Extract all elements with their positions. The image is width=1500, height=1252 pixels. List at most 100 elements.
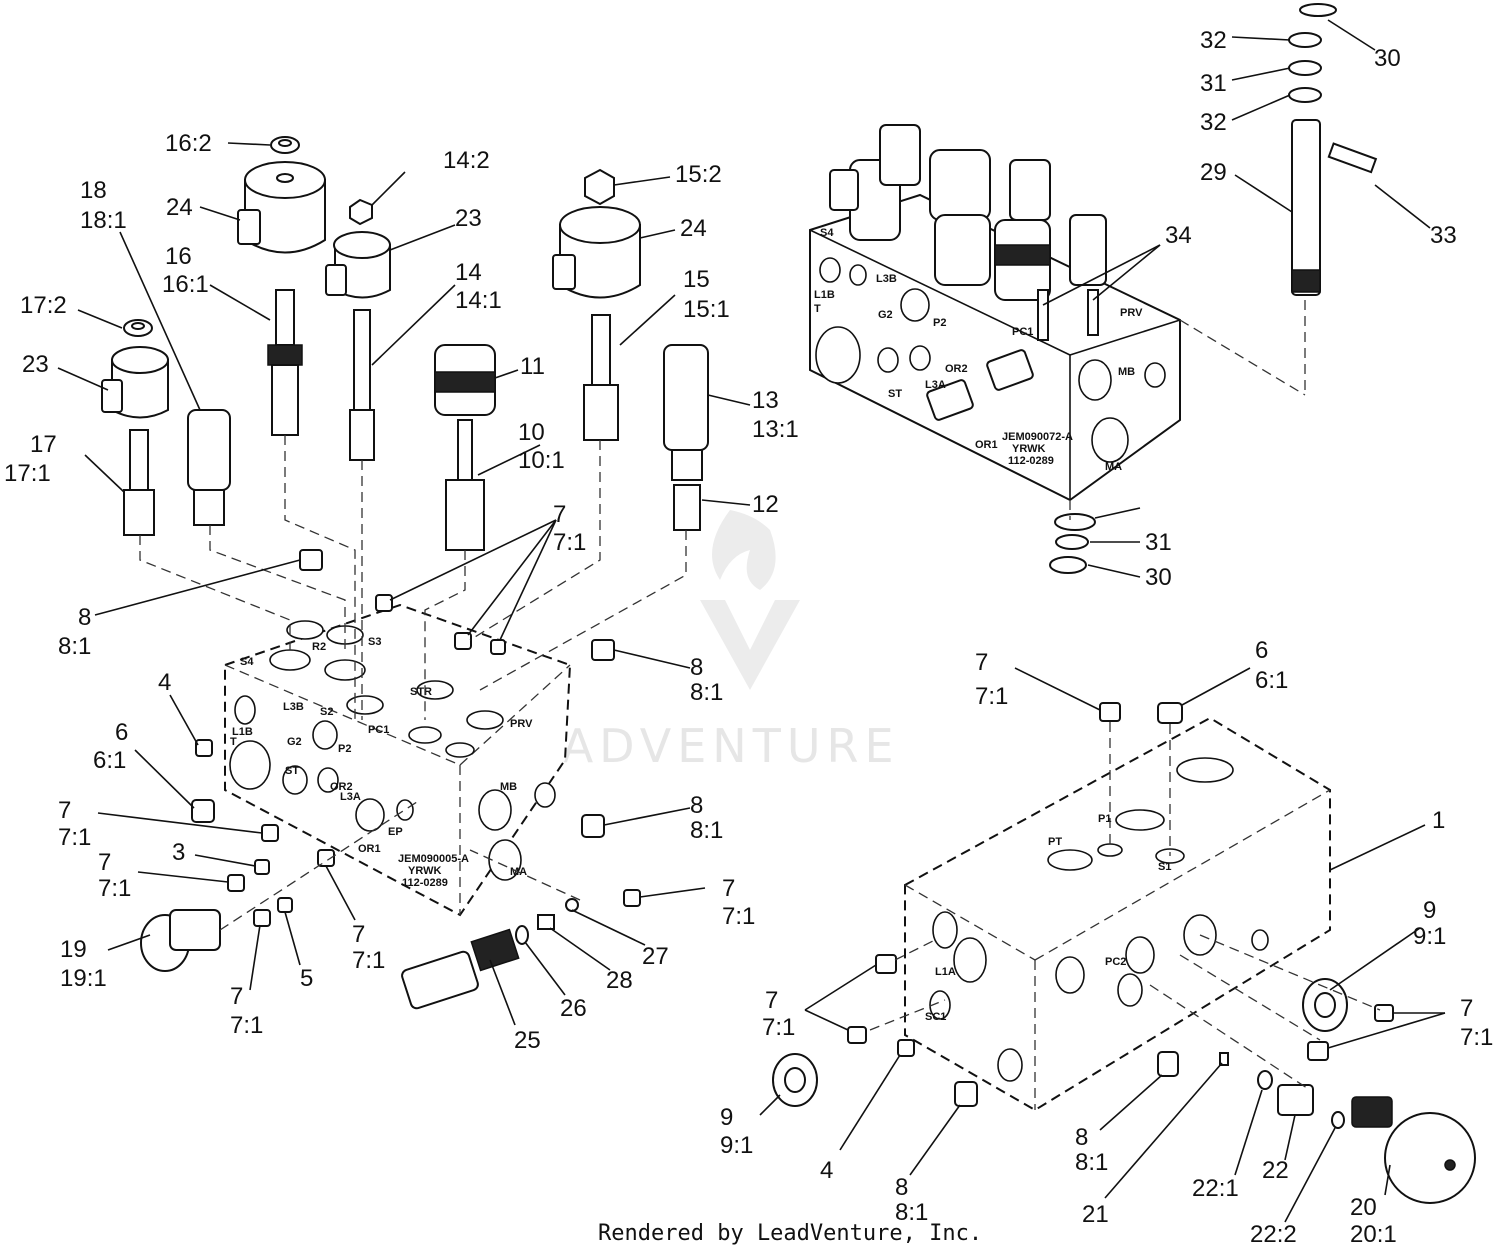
callout-label: 6 bbox=[115, 719, 128, 746]
callout-label: 31 bbox=[1145, 529, 1172, 556]
callout-label: 22:1 bbox=[1192, 1175, 1239, 1202]
callout-label: 10 bbox=[518, 419, 545, 446]
callout-label: 27 bbox=[642, 943, 669, 970]
port-label: G2 bbox=[287, 736, 302, 748]
callout-label: 7:1 bbox=[762, 1014, 795, 1041]
callout-label: 8 bbox=[690, 654, 703, 681]
top-number: 112-0289 bbox=[1008, 455, 1054, 467]
top-part-number: JEM090072-A bbox=[1002, 431, 1073, 443]
valve-18-relief bbox=[187, 409, 231, 526]
rings-30-31-under-manifold bbox=[1049, 513, 1096, 574]
callout-label: 9:1 bbox=[720, 1132, 753, 1159]
valve-19-cap bbox=[140, 909, 221, 972]
port-label: PRV bbox=[510, 718, 533, 730]
callout-label: 9 bbox=[1423, 897, 1436, 924]
port-label: S2 bbox=[320, 706, 333, 718]
callout-label: 26 bbox=[560, 995, 587, 1022]
callout-label: 22:2 bbox=[1250, 1221, 1297, 1248]
port-label: OR2 bbox=[945, 363, 968, 375]
port-label: MB bbox=[500, 781, 517, 793]
port-label: P2 bbox=[933, 317, 946, 329]
callout-label: 14:1 bbox=[455, 287, 502, 314]
valve-9-left bbox=[772, 1053, 818, 1107]
callout-label: 28 bbox=[606, 967, 633, 994]
valve-20-cap bbox=[1351, 1096, 1476, 1204]
assembled-manifold: S4 L1B L3B G2 P2 T ST OR2 L3A MB MA PRV … bbox=[809, 124, 1181, 502]
parts-26-27-28 bbox=[515, 898, 579, 945]
port-label: PC1 bbox=[1012, 326, 1033, 338]
callout-label: 7 bbox=[1460, 995, 1473, 1022]
callout-label: 23 bbox=[455, 205, 482, 232]
top-code: YRWK bbox=[1012, 443, 1045, 455]
port-label: L1A bbox=[935, 966, 956, 978]
main-number: 112-0289 bbox=[402, 877, 448, 889]
coil-23-left bbox=[101, 346, 169, 419]
port-label: P1 bbox=[1098, 813, 1111, 825]
callout-label: 22 bbox=[1262, 1157, 1289, 1184]
callout-label: 32 bbox=[1200, 27, 1227, 54]
coil-24-left bbox=[237, 161, 326, 254]
callout-label: 8 bbox=[895, 1174, 908, 1201]
port-label: L3B bbox=[876, 273, 897, 285]
port-label: T bbox=[230, 736, 237, 748]
callout-label: 34 bbox=[1165, 222, 1192, 249]
callout-label: 7 bbox=[58, 797, 71, 824]
callout-label: 7:1 bbox=[975, 683, 1008, 710]
callout-label: 6:1 bbox=[93, 747, 126, 774]
callout-label: 6 bbox=[1255, 637, 1268, 664]
callout-label: 16 bbox=[165, 243, 192, 270]
main-code: YRWK bbox=[408, 865, 441, 877]
port-label: OR2 bbox=[330, 781, 353, 793]
port-label: ST bbox=[888, 388, 902, 400]
callout-label: 7 bbox=[553, 501, 566, 528]
callout-label: 8 bbox=[78, 604, 91, 631]
port-label: S4 bbox=[820, 227, 834, 239]
callout-label: 14:2 bbox=[443, 147, 490, 174]
plugs-main-block bbox=[191, 549, 641, 927]
callout-label: 16:2 bbox=[165, 130, 212, 157]
callout-label: 9 bbox=[720, 1104, 733, 1131]
plugs-bottom-block bbox=[847, 702, 1394, 1129]
valve-10-cartridge bbox=[445, 419, 485, 551]
assembly-lines-bottom bbox=[869, 722, 1381, 1091]
callout-label: 18 bbox=[80, 177, 107, 204]
callout-label: 7:1 bbox=[58, 824, 91, 851]
callout-label: 19 bbox=[60, 936, 87, 963]
valve-15-cartridge bbox=[583, 314, 619, 441]
callout-label: 17 bbox=[30, 431, 57, 458]
callout-label: 8:1 bbox=[1075, 1149, 1108, 1176]
callout-label: 8:1 bbox=[690, 679, 723, 706]
rings-30-31-32-top bbox=[1288, 3, 1337, 103]
callout-label: 17:1 bbox=[4, 460, 51, 487]
callout-label: 7:1 bbox=[352, 947, 385, 974]
assembly-lines-left bbox=[139, 435, 687, 931]
callout-label: 4 bbox=[820, 1157, 833, 1184]
port-label: S1 bbox=[1158, 861, 1171, 873]
callout-label: 29 bbox=[1200, 159, 1227, 186]
port-label: SC1 bbox=[925, 1011, 946, 1023]
valve-14-cartridge bbox=[349, 309, 375, 461]
port-label: OR1 bbox=[975, 439, 998, 451]
valve-16-cartridge bbox=[267, 289, 303, 436]
port-label: L1B bbox=[232, 726, 253, 738]
valve-17-cartridge bbox=[123, 429, 155, 536]
valve-13-relief bbox=[663, 344, 709, 481]
callout-labels: 16:2 14:2 15:2 18 18:1 24 23 24 16 16:1 … bbox=[4, 27, 1493, 1248]
port-label: L3A bbox=[340, 791, 361, 803]
callout-label: 6:1 bbox=[1255, 667, 1288, 694]
callout-label: 12 bbox=[752, 491, 779, 518]
valve-11-knob bbox=[434, 344, 496, 416]
callout-label: 9:1 bbox=[1413, 923, 1446, 950]
coil-24-right bbox=[552, 206, 641, 299]
callout-label: 17:2 bbox=[20, 292, 67, 319]
port-label: MA bbox=[1105, 461, 1122, 473]
callout-label: 13:1 bbox=[752, 416, 799, 443]
callout-label: 7 bbox=[98, 849, 111, 876]
main-manifold-block: S4 R2 S3 L1B L3B S2 PC1 STR PRV G2 P2 T … bbox=[224, 603, 572, 917]
callout-label: 7 bbox=[765, 987, 778, 1014]
callout-label: 33 bbox=[1430, 222, 1457, 249]
coil-23-center bbox=[325, 231, 391, 299]
callout-label: 25 bbox=[514, 1027, 541, 1054]
callout-label: 21 bbox=[1082, 1201, 1109, 1228]
port-label: P2 bbox=[338, 743, 351, 755]
